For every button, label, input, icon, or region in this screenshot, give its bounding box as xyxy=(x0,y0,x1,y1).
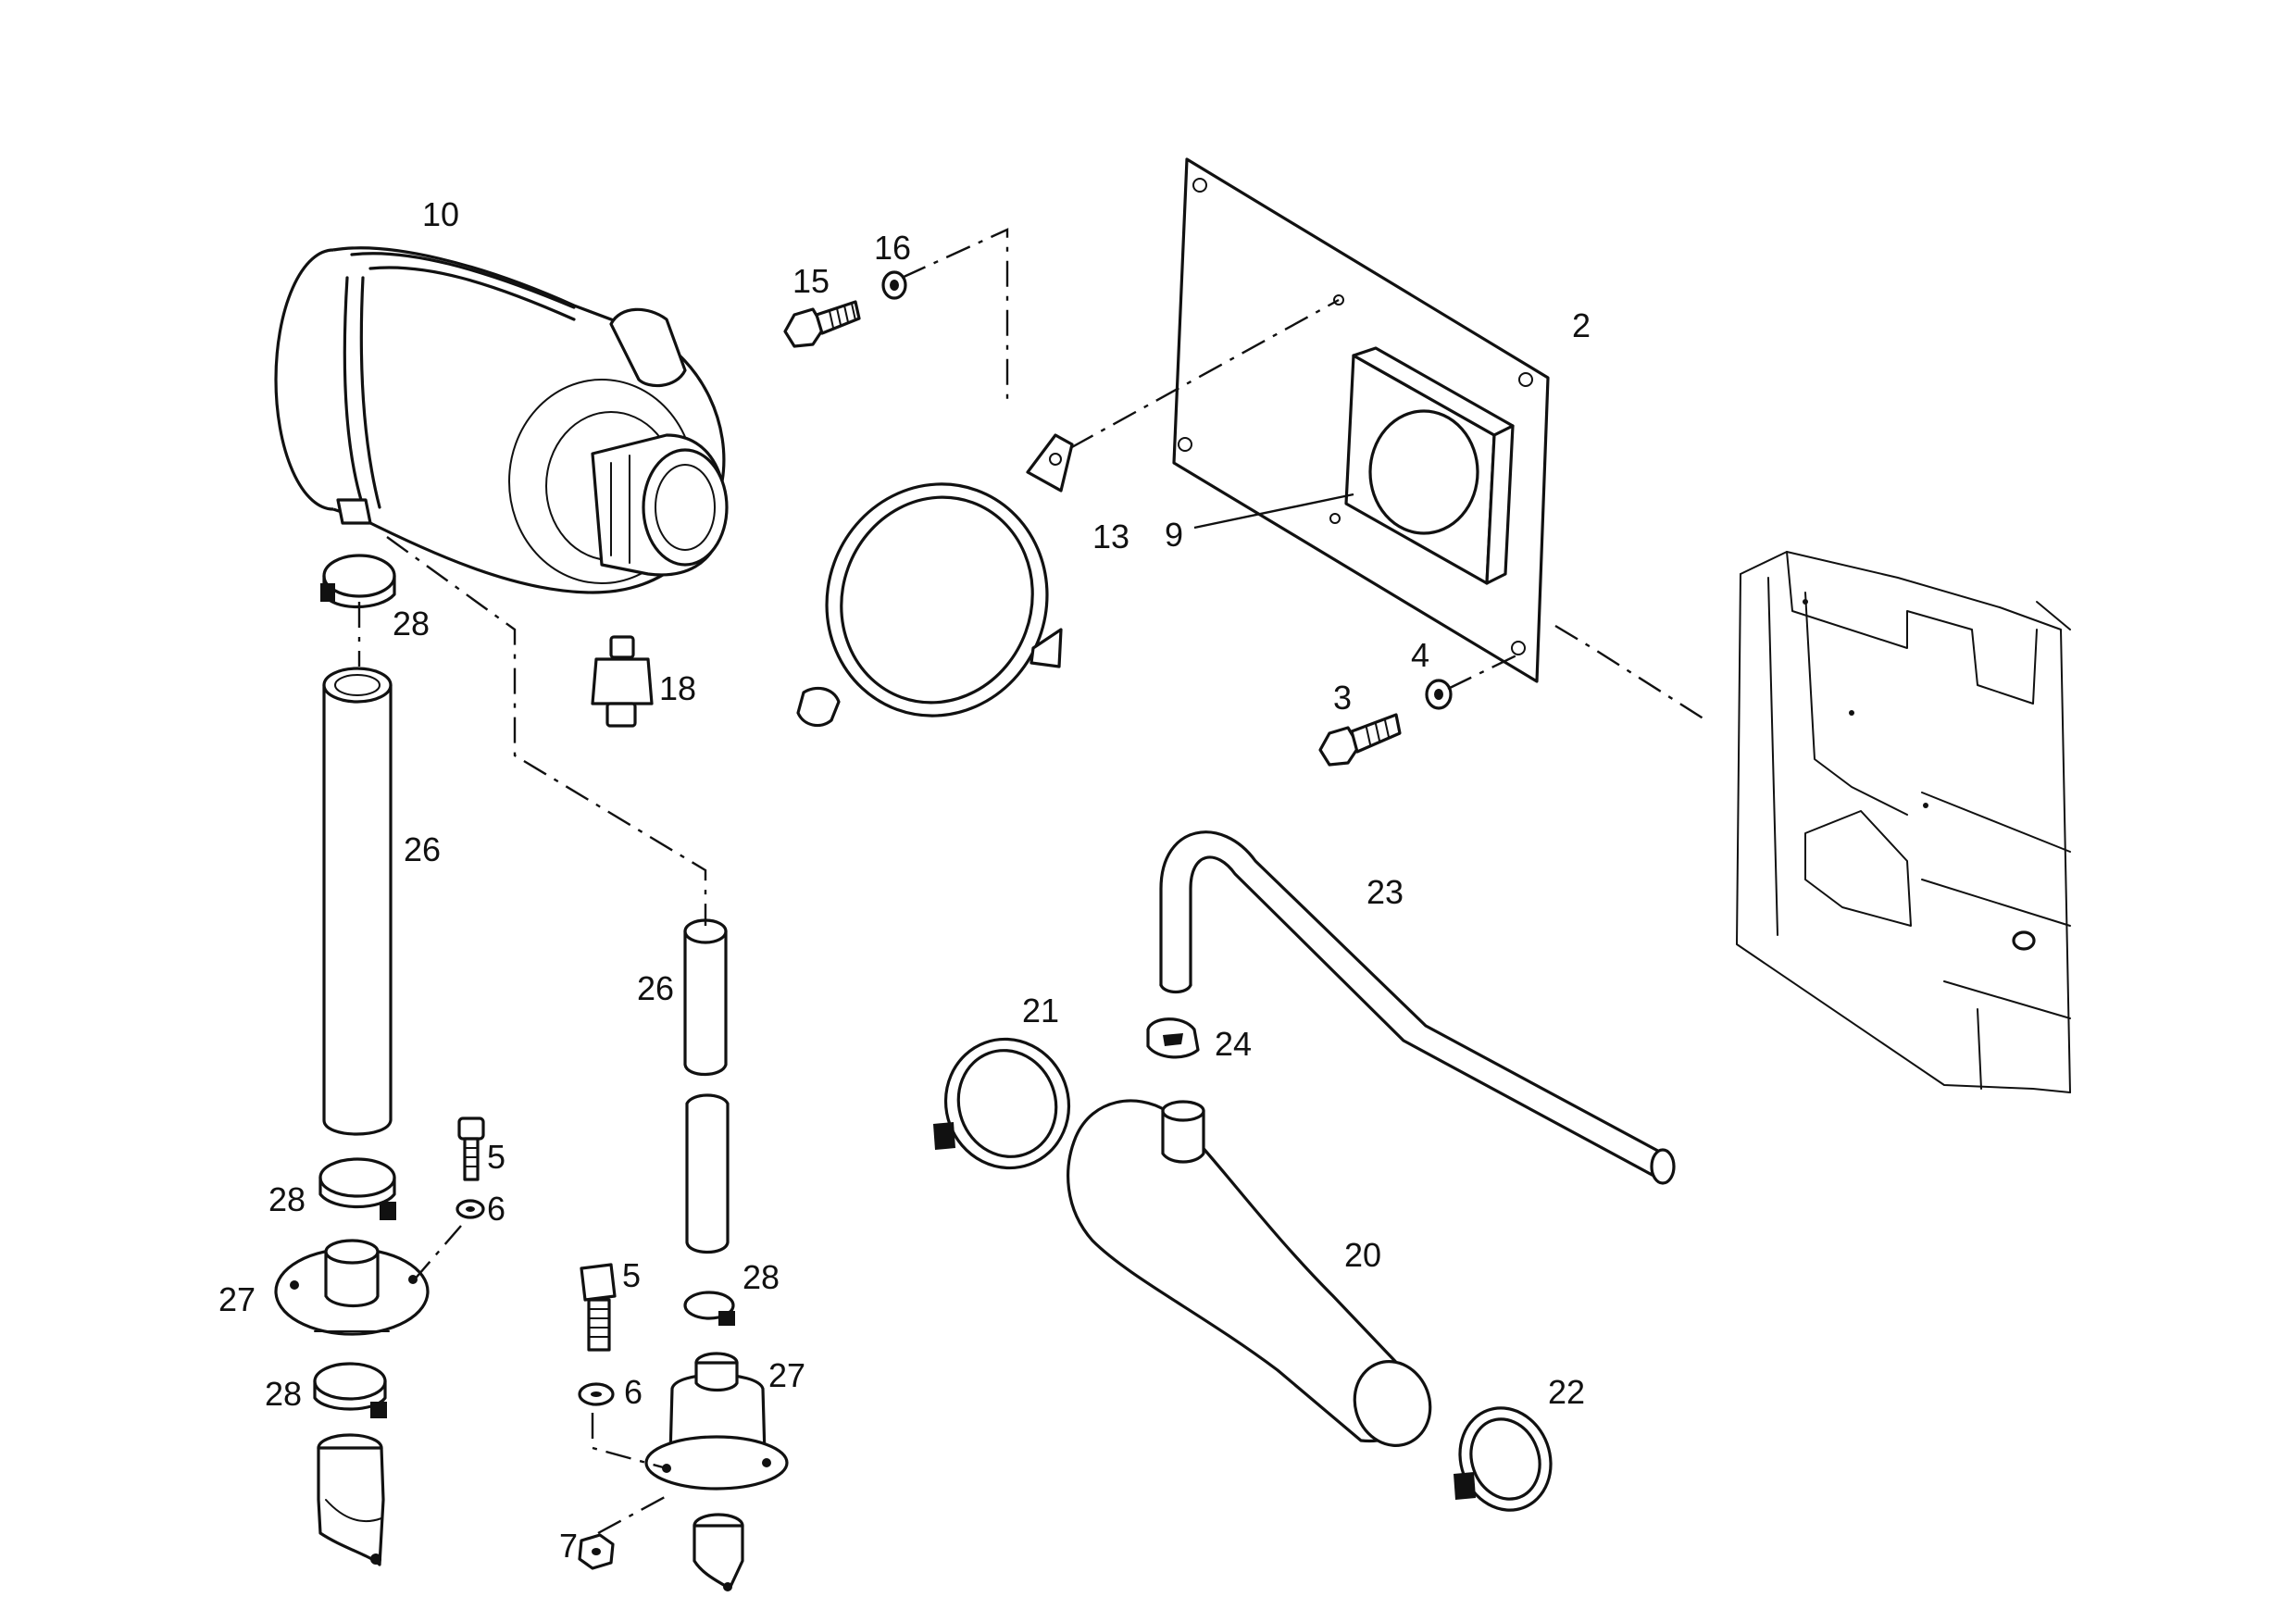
washer-16 xyxy=(881,270,907,300)
intake-hose-20 xyxy=(1067,1099,1432,1447)
callout-28-right: 28 xyxy=(742,1258,780,1296)
callout-28-left-upper: 28 xyxy=(268,1180,306,1218)
chassis-body xyxy=(1736,551,2071,1093)
callout-27-right: 27 xyxy=(768,1356,805,1394)
assembly-lines xyxy=(357,228,1710,1535)
callout-9: 9 xyxy=(1165,516,1183,554)
hose-clamp-28-left-upper xyxy=(318,1157,396,1220)
callout-28-top: 28 xyxy=(393,605,430,643)
callout-4: 4 xyxy=(1411,636,1429,674)
callout-6-right: 6 xyxy=(624,1373,643,1411)
callout-23: 23 xyxy=(1366,873,1404,911)
air-filter-housing xyxy=(274,246,729,594)
callout-2: 2 xyxy=(1572,306,1591,344)
callout-15: 15 xyxy=(792,262,830,300)
dust-valve-housing-27-left xyxy=(274,1239,430,1336)
callout-5-left: 5 xyxy=(487,1138,505,1176)
callout-28-left-lower: 28 xyxy=(265,1375,302,1413)
bolt-5-left xyxy=(457,1117,485,1181)
hose-clamp-21 xyxy=(933,1037,1071,1170)
mounting-band xyxy=(796,433,1074,728)
pipe-26-short-lower xyxy=(685,1093,730,1254)
callout-16: 16 xyxy=(874,229,911,267)
fitting-18 xyxy=(591,635,654,728)
hose-clamp-28-right xyxy=(683,1291,735,1326)
hose-clamp-28-top xyxy=(320,554,396,609)
callout-10: 10 xyxy=(422,195,459,233)
mounting-plate xyxy=(1172,157,1550,683)
callout-6-left: 6 xyxy=(487,1190,505,1228)
callout-26-long: 26 xyxy=(404,830,441,868)
callout-13: 13 xyxy=(1092,518,1129,555)
callout-3: 3 xyxy=(1333,679,1352,717)
pipe-26-short-upper xyxy=(683,918,728,1076)
clip-24 xyxy=(1146,1017,1200,1059)
pipe-26-long xyxy=(322,667,393,1136)
callout-26-short: 26 xyxy=(637,969,674,1007)
bolt-3 xyxy=(1318,713,1402,767)
bolt-15 xyxy=(783,300,861,348)
hose-clamp-22 xyxy=(1454,1406,1553,1512)
callout-27-left: 27 xyxy=(218,1280,256,1318)
callout-21: 21 xyxy=(1022,992,1059,1029)
dust-valve-left xyxy=(317,1433,385,1566)
breather-pipe-23 xyxy=(1159,830,1676,1185)
dust-valve-housing-27-right xyxy=(644,1352,789,1491)
dust-valve-right xyxy=(693,1513,744,1591)
callout-22: 22 xyxy=(1548,1373,1585,1411)
washer-4 xyxy=(1425,679,1453,710)
callout-5-right: 5 xyxy=(622,1256,641,1294)
nut-7 xyxy=(578,1533,615,1570)
washer-6-left xyxy=(455,1199,485,1219)
bolt-5-right xyxy=(580,1263,617,1352)
callout-20: 20 xyxy=(1344,1236,1381,1274)
callouts: 10 15 16 2 13 9 28 18 4 3 26 23 26 21 24… xyxy=(218,195,1591,1565)
washer-6-right xyxy=(578,1382,615,1406)
callout-18: 18 xyxy=(659,669,696,707)
hose-clamp-28-left-lower xyxy=(313,1362,387,1418)
callout-24: 24 xyxy=(1215,1025,1252,1063)
callout-7: 7 xyxy=(559,1527,578,1565)
